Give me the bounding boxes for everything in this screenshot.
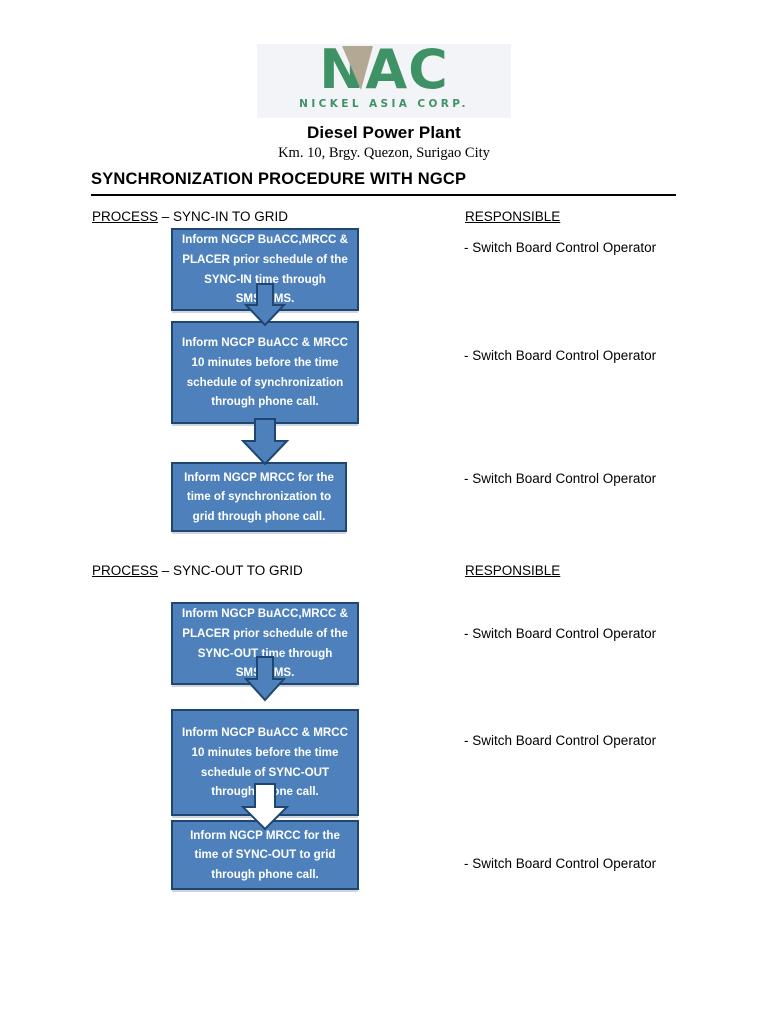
process-column-header-sync-in: PROCESS – SYNC-IN TO GRID — [92, 209, 288, 224]
responsible-entry: - Switch Board Control Operator — [464, 240, 657, 255]
plant-name: Diesel Power Plant — [307, 123, 461, 142]
responsible-column-header-sync-out: RESPONSIBLE — [465, 563, 561, 578]
flow-step-text: Inform NGCP BuACC & MRCC 10 minutes befo… — [182, 726, 348, 799]
flow-step-text: Inform NGCP BuACC,MRCC & PLACER prior sc… — [182, 607, 348, 679]
process-label: PROCESS — [92, 563, 159, 578]
flow-step-text: Inform NGCP BuACC,MRCC & PLACER prior sc… — [182, 233, 348, 305]
process-column-header-sync-out: PROCESS – SYNC-OUT TO GRID — [92, 563, 303, 578]
process-label-suffix: – SYNC-IN TO GRID — [158, 209, 289, 224]
nac-tagline-text: NICKEL ASIA CORP. — [299, 98, 469, 110]
flow-arrow-down-outline-icon — [240, 783, 290, 831]
process-label-suffix: – SYNC-OUT TO GRID — [158, 563, 303, 578]
page-title: SYNCHRONIZATION PROCEDURE WITH NGCP — [91, 170, 676, 196]
responsible-entry: - Switch Board Control Operator — [464, 348, 657, 363]
flow-step-box: Inform NGCP MRCC for the time of SYNC-OU… — [171, 820, 359, 890]
responsible-column-header-sync-in: RESPONSIBLE — [465, 209, 561, 224]
flow-arrow-down-icon — [240, 418, 290, 466]
flow-step-box: Inform NGCP BuACC & MRCC 10 minutes befo… — [171, 321, 359, 424]
responsible-entry: - Switch Board Control Operator — [464, 471, 657, 486]
nac-logo-triangle-accent — [342, 46, 373, 90]
flow-step-box: Inform NGCP MRCC for the time of synchro… — [171, 462, 347, 532]
process-label: PROCESS — [92, 209, 159, 224]
document-header: NAC NICKEL ASIA CORP. Diesel Power Plant… — [0, 38, 768, 162]
flow-step-text: Inform NGCP MRCC for the time of synchro… — [184, 470, 334, 523]
flow-arrow-down-icon — [244, 656, 286, 702]
responsible-entry: - Switch Board Control Operator — [464, 733, 657, 748]
flow-step-text: Inform NGCP MRCC for the time of SYNC-OU… — [190, 828, 340, 881]
flow-step-box: Inform NGCP BuACC & MRCC 10 minutes befo… — [171, 709, 359, 816]
responsible-entry: - Switch Board Control Operator — [464, 626, 657, 641]
responsible-entry: - Switch Board Control Operator — [464, 856, 657, 871]
nac-wordmark-text: NAC — [319, 38, 449, 101]
flow-arrow-down-icon — [244, 283, 286, 327]
nac-logo: NAC NICKEL ASIA CORP. — [257, 38, 511, 118]
flow-step-text: Inform NGCP BuACC & MRCC 10 minutes befo… — [182, 336, 348, 409]
plant-address: Km. 10, Brgy. Quezon, Surigao City — [278, 145, 490, 161]
